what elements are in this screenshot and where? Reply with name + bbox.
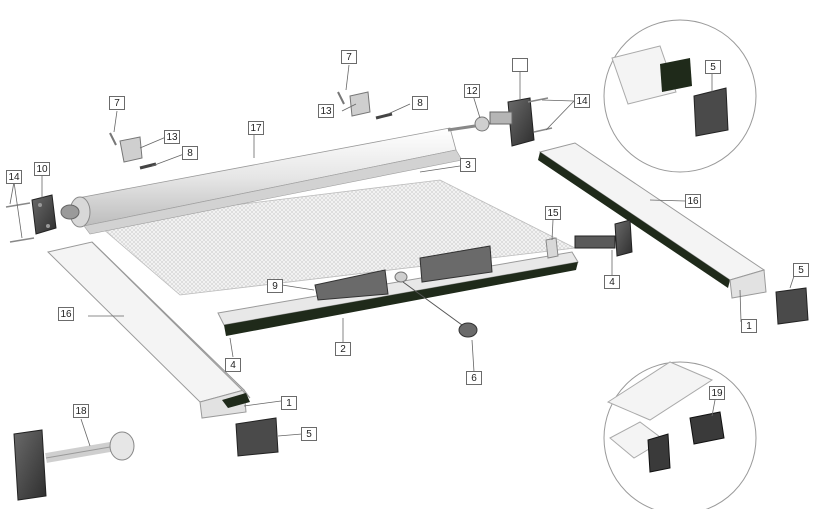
detail-circle-bottom	[603, 361, 757, 514]
part-label-4: 4	[604, 275, 620, 289]
part-label-10: 10	[34, 162, 50, 176]
part-label-16: 16	[58, 307, 74, 321]
detail-circle-top	[603, 19, 757, 173]
part-label-2: 2	[335, 342, 351, 356]
right-end-bracket	[447, 97, 535, 147]
part-label-blank	[512, 58, 528, 72]
left-end-bracket	[31, 194, 57, 235]
part-label-13: 13	[164, 130, 180, 144]
part-label-7: 7	[109, 96, 125, 110]
bottom-bar	[217, 237, 579, 336]
part-label-13: 13	[318, 104, 334, 118]
part-label-4: 4	[225, 358, 241, 372]
part-label-19: 19	[709, 386, 725, 400]
part-label-7: 7	[341, 50, 357, 64]
part-label-12: 12	[464, 84, 480, 98]
cord-weight	[402, 281, 478, 338]
part-label-3: 3	[460, 158, 476, 172]
part-label-1: 1	[741, 319, 757, 333]
part-label-5: 5	[301, 427, 317, 441]
part-label-9: 9	[267, 279, 283, 293]
part-label-14: 14	[6, 170, 22, 184]
crank-handle	[13, 429, 135, 501]
left-side-rail	[46, 241, 251, 419]
part-label-15: 15	[545, 206, 561, 220]
leader-lines	[9, 64, 797, 447]
right-side-rail	[538, 142, 767, 299]
fasteners	[5, 91, 553, 243]
part-label-16: 16	[685, 194, 701, 208]
part-label-18: 18	[73, 404, 89, 418]
part-label-5: 5	[793, 263, 809, 277]
part-label-14: 14	[574, 94, 590, 108]
part-label-17: 17	[248, 121, 264, 135]
part-label-1: 1	[281, 396, 297, 410]
part-label-6: 6	[466, 371, 482, 385]
part-label-5: 5	[705, 60, 721, 74]
part-label-8: 8	[182, 146, 198, 160]
support-bracket	[574, 219, 633, 257]
end-caps	[235, 287, 809, 457]
part-label-8: 8	[412, 96, 428, 110]
roller-cassette	[60, 127, 463, 235]
